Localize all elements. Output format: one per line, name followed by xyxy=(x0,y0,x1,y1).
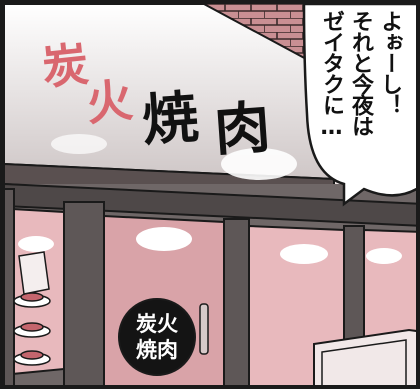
speech-bubble xyxy=(302,4,416,207)
speech-line-1: よぉーし！ xyxy=(377,10,402,115)
menu-board xyxy=(313,328,416,385)
door-sign-line-2: 焼肉 xyxy=(136,337,178,362)
door-sign-text: 炭火 焼肉 xyxy=(122,302,192,372)
sign-char-yaki: 焼 xyxy=(140,84,203,154)
sign-char-niku: 肉 xyxy=(212,94,275,164)
round-door-sign xyxy=(118,298,196,376)
speech-line-3: ゼイタクに… xyxy=(319,10,344,139)
storefront-illustration xyxy=(4,4,416,385)
sign-char-sumi: 炭 xyxy=(39,36,92,96)
food-samples xyxy=(13,292,51,366)
speech-line-2: それと今夜は xyxy=(348,10,373,136)
sign-char-hi: 火 xyxy=(83,72,136,132)
door-sign-line-1: 炭火 xyxy=(136,311,178,336)
speech-bubble-text: よぉーし！ それと今夜は ゼイタクに… xyxy=(317,10,404,139)
